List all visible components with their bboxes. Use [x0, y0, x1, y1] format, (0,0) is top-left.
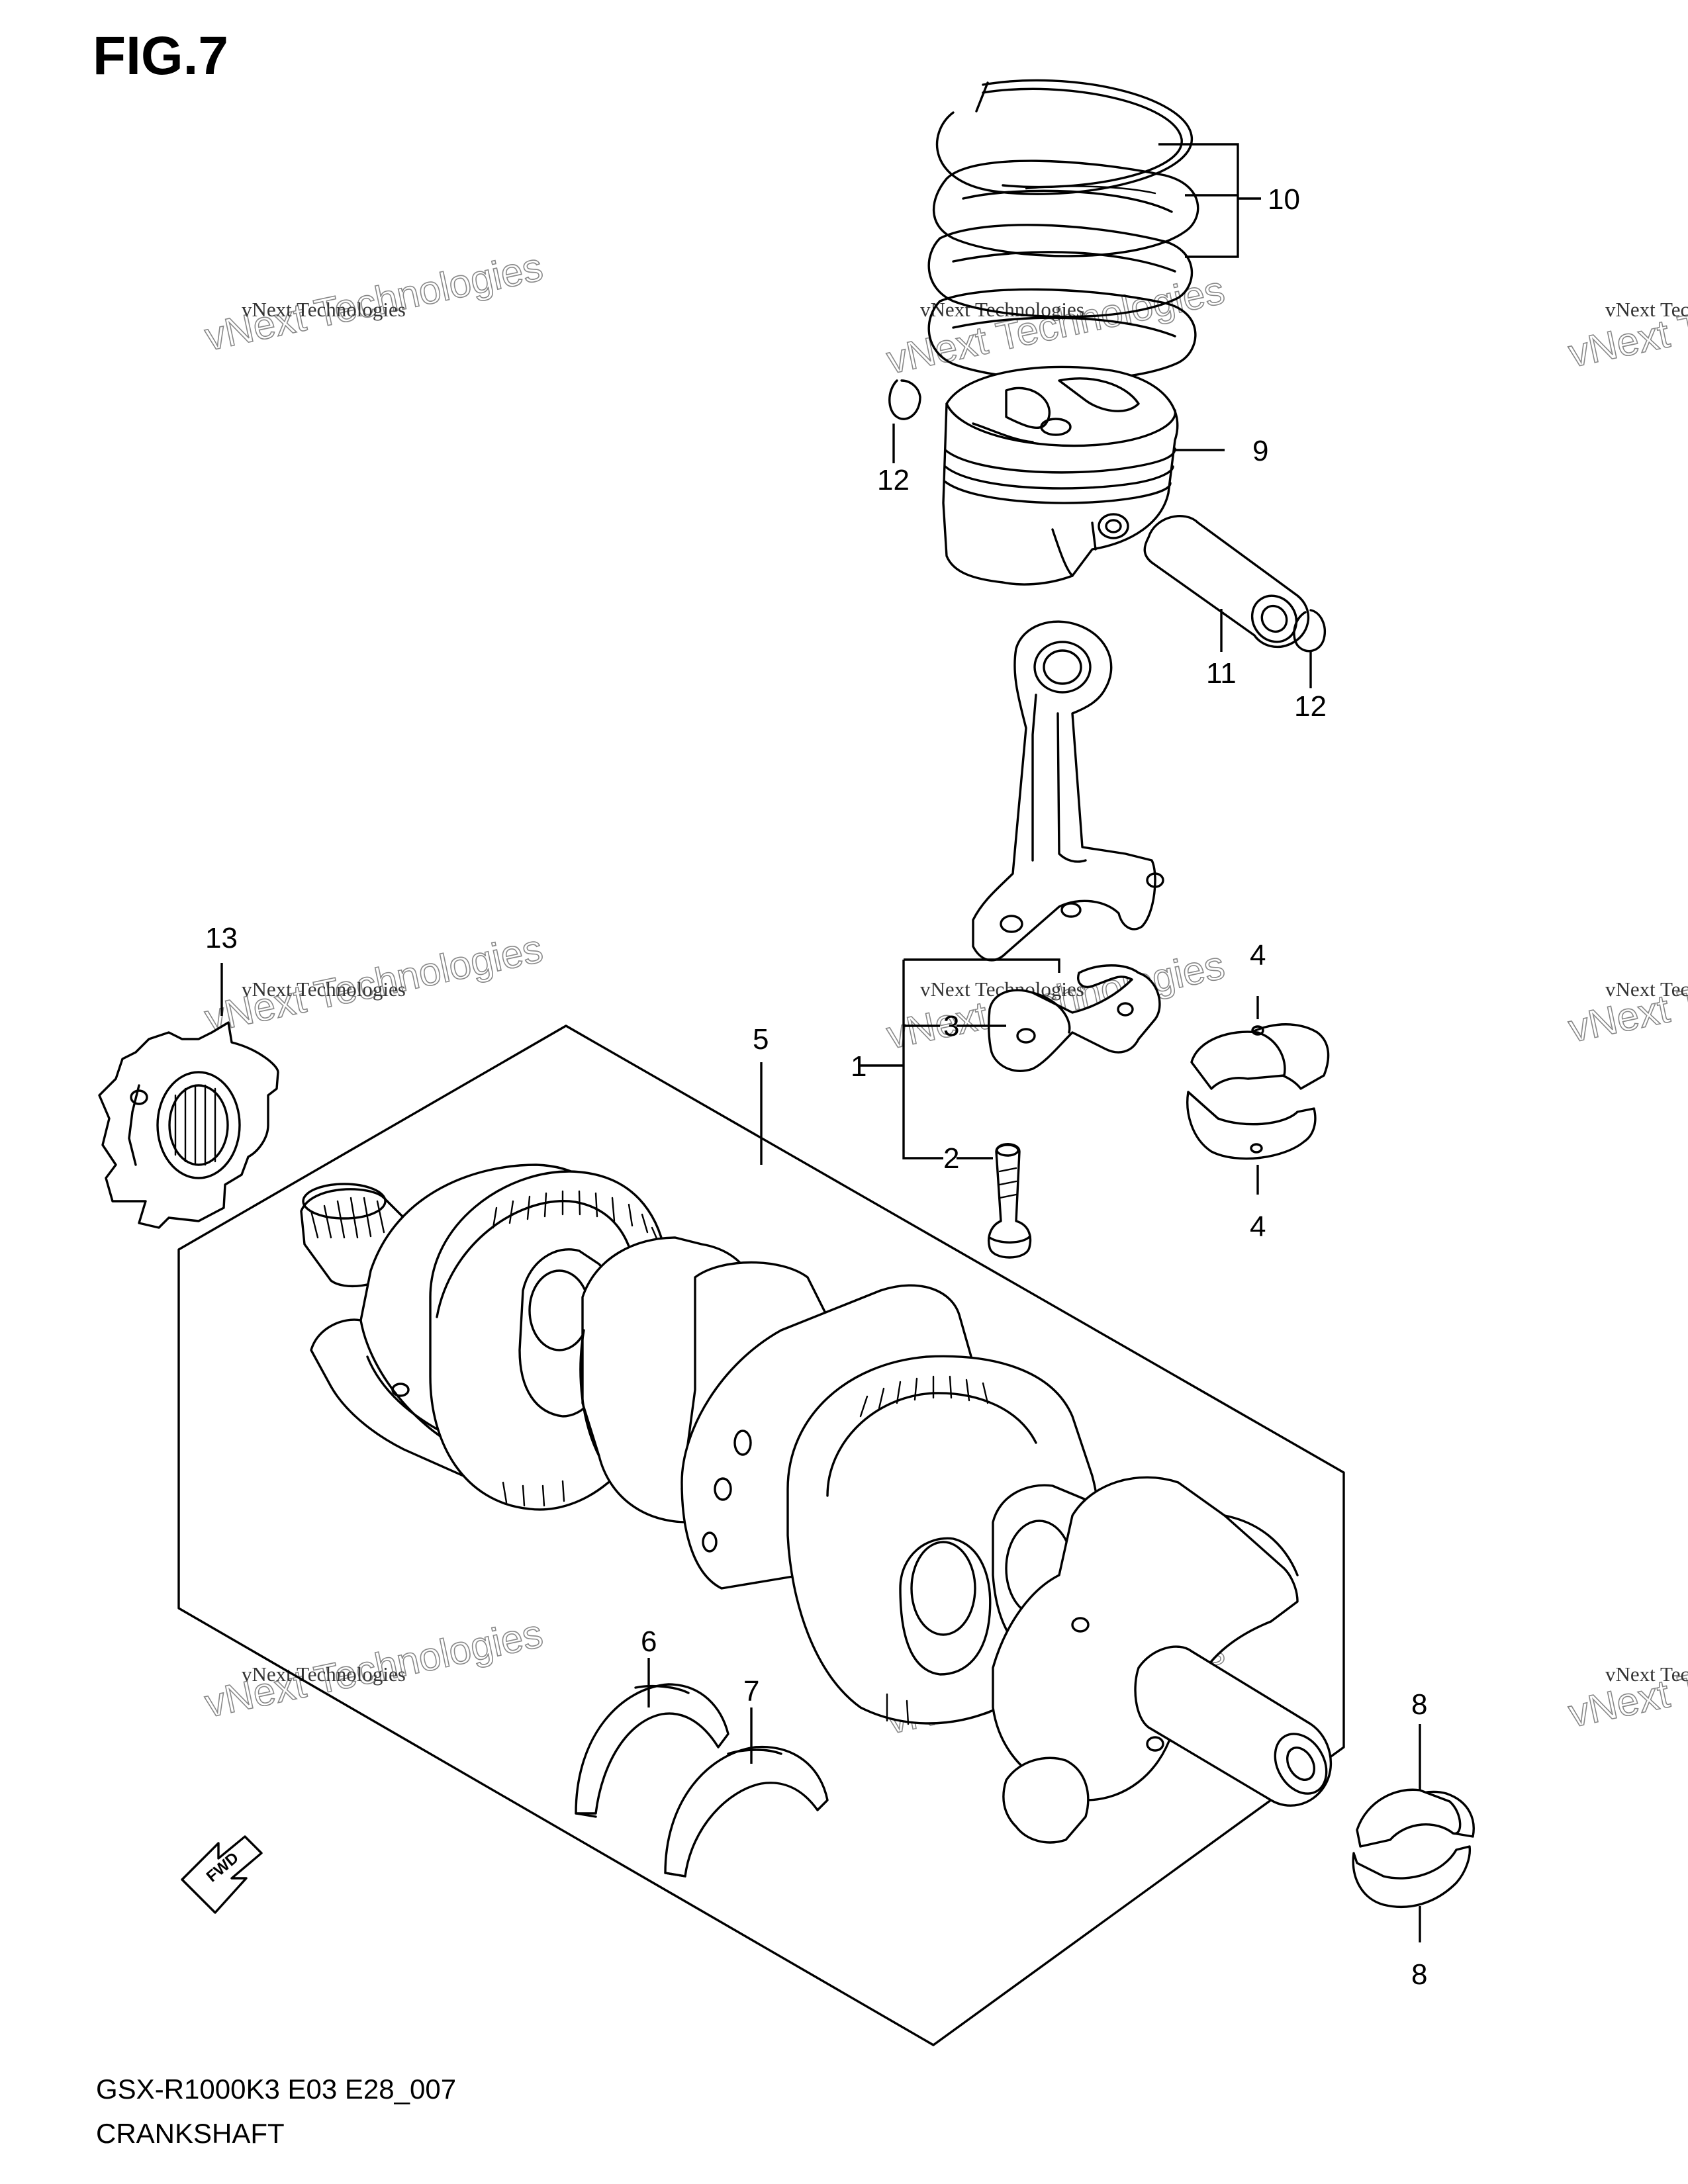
connecting-rod-bearing[interactable] — [1186, 1023, 1330, 1160]
watermark-text: vNext Technologies — [242, 978, 406, 1001]
piston[interactable] — [942, 365, 1179, 586]
callout-8: 8 — [1411, 1688, 1427, 1721]
callout-3: 3 — [943, 1010, 959, 1042]
callout-12: 12 — [877, 464, 910, 496]
crankshaft[interactable] — [300, 1163, 1336, 1844]
watermark-text: vNext Technologies — [242, 298, 406, 321]
callout-4: 4 — [1250, 939, 1266, 972]
watermark-text: vNext Technologies — [1605, 978, 1688, 1001]
circlip-left[interactable] — [888, 379, 921, 420]
callout-9: 9 — [1252, 435, 1268, 467]
circlip-right[interactable] — [1293, 609, 1326, 653]
callout-8: 8 — [1411, 1958, 1427, 1991]
watermark-text: vNext Technologies — [1605, 1662, 1688, 1686]
piston-pin[interactable] — [1143, 515, 1309, 651]
model-code: GSX-R1000K3 E03 E28_007 — [96, 2073, 457, 2105]
callout-1: 1 — [851, 1050, 867, 1083]
leader-lines — [220, 143, 1421, 1942]
connecting-rod[interactable] — [972, 620, 1164, 962]
crankshaft-frame — [177, 1024, 1345, 2046]
watermark-text: vNext Technologies — [1605, 298, 1688, 321]
diagram-name: CRANKSHAFT — [96, 2118, 285, 2149]
watermark-text: vNext Technologies — [242, 1662, 406, 1686]
callout-12: 12 — [1294, 690, 1327, 723]
callout-11: 11 — [1206, 657, 1237, 690]
callout-4: 4 — [1250, 1210, 1266, 1243]
thrust-bearing-6[interactable] — [575, 1683, 729, 1818]
callout-10: 10 — [1268, 183, 1300, 216]
crankshaft-main-bearing[interactable] — [1352, 1788, 1475, 1908]
callout-labels: 10 9 12 12 11 13 4 3 1 5 2 4 6 7 8 8 — [205, 183, 1427, 1991]
thrust-bearing-7[interactable] — [664, 1745, 829, 1878]
callout-7: 7 — [743, 1675, 759, 1707]
figure-title: FIG.7 — [93, 26, 229, 86]
crankshaft-rotor[interactable] — [98, 1021, 279, 1229]
callout-2: 2 — [943, 1142, 959, 1175]
fwd-arrow: FWD — [181, 1835, 263, 1914]
callout-6: 6 — [641, 1625, 657, 1658]
callout-13: 13 — [205, 922, 238, 954]
piston-rings[interactable] — [927, 79, 1199, 381]
callout-5: 5 — [753, 1023, 769, 1056]
connecting-rod-bolt[interactable] — [988, 1143, 1032, 1259]
connecting-rod-cap[interactable] — [988, 964, 1161, 1072]
